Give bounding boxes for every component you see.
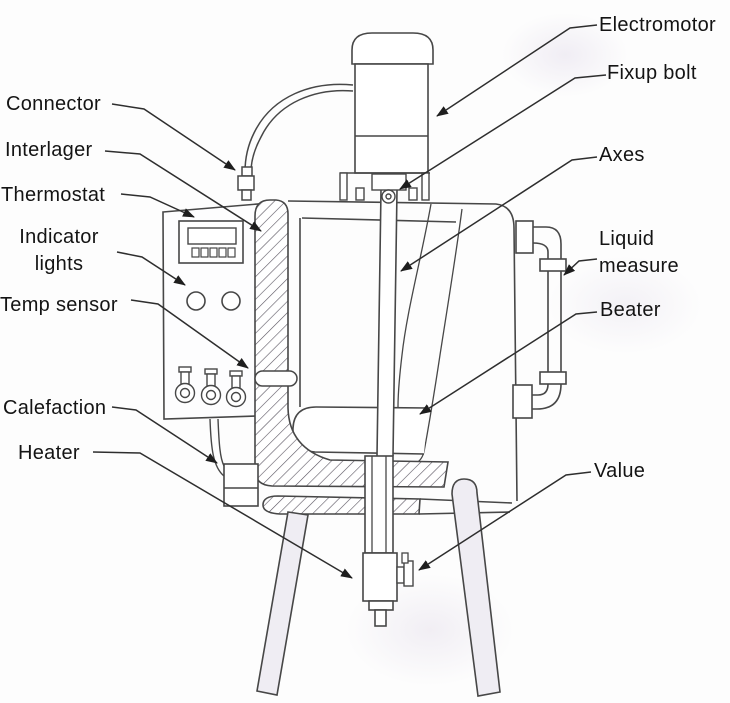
leader-axes — [400, 156, 598, 272]
label-heater: Heater — [18, 442, 80, 464]
label-thermostat: Thermostat — [1, 184, 106, 206]
tank-leg — [451, 478, 501, 697]
drain-pipe-drawing — [364, 455, 394, 554]
label-axes: Axes — [599, 144, 645, 166]
connector-fitting — [237, 166, 255, 201]
heater-block-drawing — [223, 463, 259, 507]
label-temp-sensor: Temp sensor — [0, 294, 118, 316]
leader-beater — [419, 311, 598, 415]
label-connector: Connector — [6, 93, 101, 115]
temp-sensor-probe — [254, 370, 298, 387]
control-knob — [174, 366, 247, 408]
leader-electromotor — [436, 24, 598, 117]
tank-drawing — [287, 200, 518, 502]
label-electromotor: Electromotor — [599, 14, 716, 36]
agitator-shaft-drawing — [376, 189, 398, 457]
leader-lines — [92, 24, 607, 579]
leader-value — [418, 471, 592, 571]
leader-interlager — [104, 150, 262, 232]
drain-valve-drawing — [362, 552, 414, 627]
leader-fixup-bolt — [399, 74, 607, 190]
indicator-light — [221, 291, 241, 311]
leader-liquid-measure — [563, 258, 598, 276]
leader-indicator-lights — [116, 251, 186, 286]
tank-rim-underside — [301, 217, 457, 223]
cutaway-edge-icon — [412, 208, 463, 465]
tank-leg — [256, 511, 309, 696]
liquid-measure-gauge — [512, 220, 567, 419]
control-panel-drawing — [162, 203, 259, 477]
leader-thermostat — [120, 193, 195, 218]
thermostat-display — [178, 220, 244, 264]
tank-rim-outline — [287, 200, 518, 502]
motor-bracket-drawing — [339, 172, 430, 201]
label-beater: Beater — [600, 299, 661, 321]
cutaway-edge-icon — [397, 203, 432, 408]
label-interlager: Interlager — [5, 139, 93, 161]
label-indicator-lights: Indicator lights — [19, 226, 99, 275]
electromotor-drawing — [340, 32, 434, 174]
beater-paddle-drawing — [292, 406, 429, 455]
leader-connector — [111, 103, 236, 171]
label-value: Value — [594, 460, 646, 482]
leader-temp-sensor — [130, 299, 249, 369]
label-calefaction: Calefaction — [3, 397, 107, 419]
indicator-light — [186, 291, 206, 311]
power-cable — [244, 83, 354, 173]
fixup-bolt-drawing — [381, 189, 396, 204]
leader-heater — [92, 451, 353, 579]
label-liquid-measure: Liquid measure — [599, 228, 679, 277]
display-buttons — [191, 247, 236, 258]
leader-calefaction — [111, 406, 218, 464]
label-fixup-bolt: Fixup bolt — [607, 62, 697, 84]
calefaction-cable — [209, 418, 225, 477]
